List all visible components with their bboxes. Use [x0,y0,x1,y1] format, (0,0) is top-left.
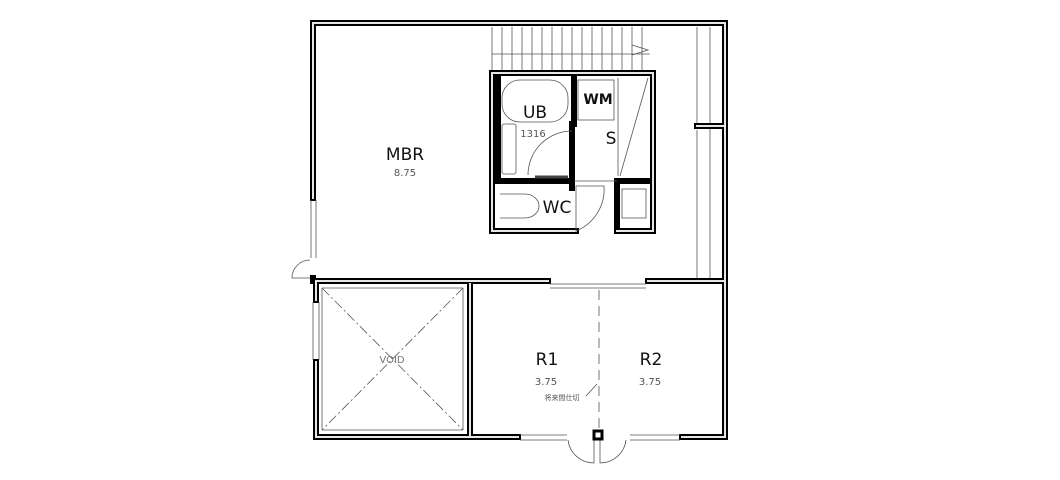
room-label-ub: UB [523,103,547,123]
room-area-r2: 3.75 [639,377,661,388]
room-label-s: S [606,129,617,149]
future-partition-note: 将来間仕切 [545,393,580,402]
room-label-void: VOID [379,355,404,366]
walls [310,20,728,440]
room-label-mbr: MBR [386,145,424,165]
room-code-ub: 1316 [520,129,545,140]
fixtures [321,77,649,431]
room-label-r1: R1 [536,350,559,370]
doors [291,130,627,464]
room-area-mbr: 8.75 [394,168,416,179]
room-label-wm: WM [583,92,612,108]
room-area-r1: 3.75 [535,377,557,388]
room-label-r2: R2 [640,350,663,370]
windows [310,200,680,441]
stairs [491,27,643,70]
room-label-wc: WC [543,198,572,218]
